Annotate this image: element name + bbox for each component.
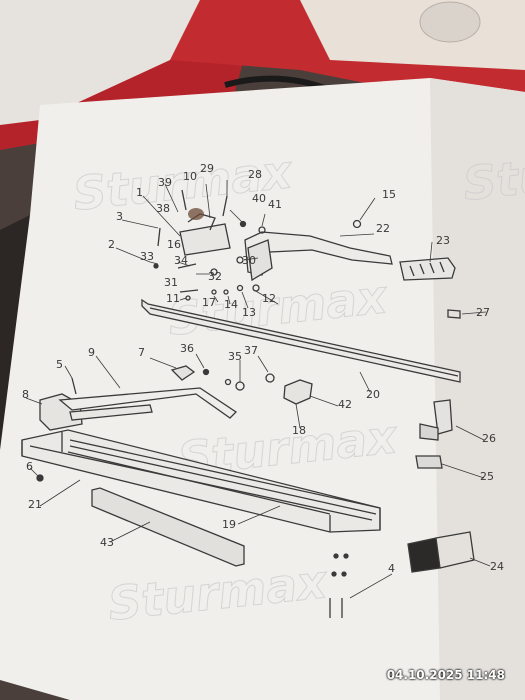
greeting-card: [300, 0, 525, 70]
label-8: 8: [22, 388, 29, 401]
label-18: 18: [292, 424, 306, 437]
bolt-4a: [329, 598, 343, 618]
label-33: 33: [140, 250, 154, 263]
label-28: 28: [248, 168, 262, 181]
label-24: 24: [490, 560, 504, 573]
base-rail-19: [69, 439, 381, 515]
end-cap-24: [407, 537, 441, 573]
heart-decoration: [419, 1, 481, 43]
label-15: 15: [382, 188, 396, 201]
pin-3: [157, 227, 161, 247]
label-32: 32: [208, 270, 222, 283]
label-23: 23: [436, 234, 450, 247]
label-17: 17: [202, 296, 216, 309]
stopper-25: [415, 455, 443, 469]
ring-17: [211, 289, 217, 295]
label-38: 38: [156, 202, 170, 215]
label-43: 43: [100, 536, 114, 549]
label-36: 36: [180, 342, 194, 355]
end-cap-24-side: [435, 531, 475, 569]
label-3: 3: [116, 210, 123, 223]
label-14: 14: [224, 298, 238, 311]
nut-14: [223, 289, 229, 295]
washer-35b: [224, 378, 232, 386]
nut-4d: [341, 571, 347, 577]
nut-13: [236, 284, 244, 292]
base-inner-line: [67, 451, 331, 515]
guide-bar: [69, 404, 153, 421]
screw-5: [71, 377, 77, 395]
screw-36: [202, 368, 210, 376]
white-sheet: [0, 0, 200, 125]
label-29: 29: [200, 162, 214, 175]
label-9: 9: [88, 346, 95, 359]
label-16: 16: [167, 238, 181, 251]
label-26: 26: [482, 432, 496, 445]
nut-32: [210, 268, 218, 276]
nut-37: [265, 373, 275, 383]
measuring-bar: [91, 487, 245, 567]
spring-34: [177, 263, 197, 269]
label-13: 13: [242, 306, 256, 319]
label-20: 20: [366, 388, 380, 401]
nut-30: [236, 256, 244, 264]
guide-rail-groove: [149, 307, 459, 377]
clamp-26-base: [419, 423, 439, 441]
label-10: 10: [183, 170, 197, 183]
nut-6: [36, 474, 44, 482]
photo-timestamp: 04.10.2025 11:48: [386, 668, 505, 682]
label-22: 22: [376, 222, 390, 235]
label-19: 19: [222, 518, 236, 531]
label-21: 21: [28, 498, 42, 511]
label-12: 12: [262, 292, 276, 305]
grip-ridges: [409, 261, 445, 277]
bracket-42: [283, 379, 313, 405]
label-34: 34: [174, 254, 188, 267]
base-side: [21, 432, 63, 456]
pin-27: [447, 309, 461, 319]
label-1: 1: [136, 186, 143, 199]
page-fold-shade: [430, 78, 525, 700]
label-2: 2: [108, 238, 115, 251]
label-35: 35: [228, 350, 242, 363]
label-25: 25: [480, 470, 494, 483]
label-30: 30: [242, 254, 256, 267]
label-4: 4: [388, 562, 395, 575]
pin-33: [153, 263, 159, 269]
label-37: 37: [244, 344, 258, 357]
cutting-head-block: [179, 223, 231, 256]
rust-stain: [188, 208, 204, 220]
bolt-31: [179, 289, 199, 293]
part-labels: 29 28 10 39 1 38 40 41 15 3 22 16 23 2 3…: [22, 162, 504, 575]
base-end: [329, 508, 381, 532]
leader-lines: [25, 180, 491, 599]
manual-page: [0, 78, 525, 700]
nut-4c: [331, 571, 337, 577]
label-41: 41: [268, 198, 282, 211]
pin-28: [222, 195, 228, 217]
line-art: [21, 180, 491, 618]
nut-4a: [333, 553, 339, 559]
label-40: 40: [252, 192, 266, 205]
label-27: 27: [476, 306, 490, 319]
slider-arm-9: [58, 387, 238, 419]
label-42: 42: [338, 398, 352, 411]
label-5: 5: [56, 358, 63, 371]
label-6: 6: [26, 460, 33, 473]
washer-15: [352, 219, 362, 229]
handle-bracket: [247, 239, 273, 282]
washer-41: [258, 226, 266, 234]
label-7: 7: [138, 346, 145, 359]
handle-grip: [399, 257, 456, 281]
label-39: 39: [158, 176, 172, 189]
label-31: 31: [164, 276, 178, 289]
knob-7: [170, 365, 196, 381]
clamp-26: [433, 399, 453, 435]
pin-39: [181, 189, 187, 211]
screw-40: [239, 220, 247, 228]
label-11: 11: [166, 292, 180, 305]
nut-4b: [343, 553, 349, 559]
